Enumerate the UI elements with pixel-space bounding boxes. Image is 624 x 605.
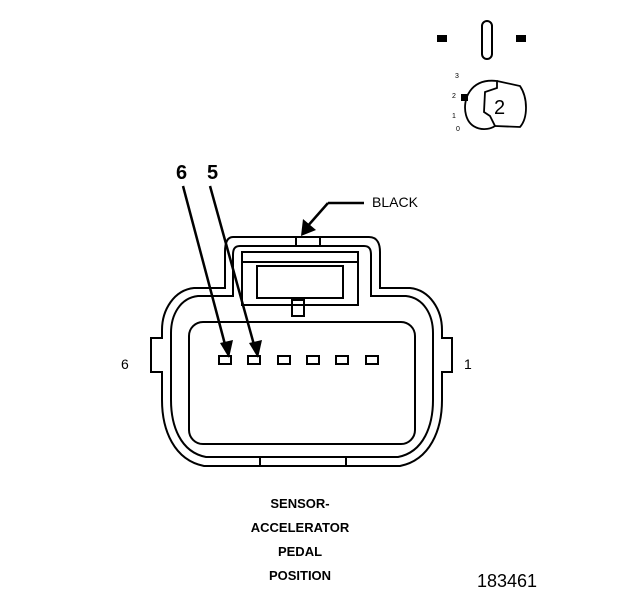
latch-window bbox=[256, 265, 344, 299]
leader-black-diag bbox=[305, 202, 329, 229]
latch-frame bbox=[241, 251, 359, 306]
terminal-4 bbox=[277, 355, 291, 365]
lock-disc bbox=[464, 79, 498, 131]
view-marker-left bbox=[437, 35, 447, 42]
leader-pin-6 bbox=[181, 185, 229, 353]
caption-line-3: PEDAL bbox=[277, 544, 323, 559]
end-label-left: 6 bbox=[121, 356, 129, 372]
terminal-3 bbox=[306, 355, 320, 365]
arrow-pin-6 bbox=[220, 340, 233, 358]
view-icon bbox=[437, 20, 527, 131]
caption-line-2: ACCELERATOR bbox=[250, 520, 350, 535]
terminals bbox=[218, 355, 379, 365]
position-mark-0: 0 bbox=[456, 126, 460, 133]
connector-inner-shell bbox=[170, 245, 434, 458]
color-label: BLACK bbox=[372, 194, 418, 210]
position-indicator bbox=[461, 94, 468, 101]
figure-number: 183461 bbox=[477, 571, 538, 591]
terminal-1 bbox=[365, 355, 379, 365]
terminal-6 bbox=[218, 355, 232, 365]
caption-line-4: POSITION bbox=[268, 568, 332, 583]
callout-leaders bbox=[181, 185, 364, 353]
latch-tab bbox=[291, 299, 305, 317]
arrow-black bbox=[301, 219, 316, 236]
mating-face bbox=[188, 321, 416, 445]
view-marker-right bbox=[516, 35, 526, 42]
caption-line-1: SENSOR- bbox=[270, 496, 330, 511]
arrow-pin-5 bbox=[249, 340, 262, 358]
position-mark-3: 3 bbox=[455, 73, 459, 80]
terminal-5 bbox=[247, 355, 261, 365]
callout-6: 6 bbox=[176, 162, 188, 184]
lock-position-badge: 2 bbox=[494, 97, 506, 119]
lock-disc-edge bbox=[494, 80, 527, 128]
callout-5: 5 bbox=[207, 162, 219, 184]
position-mark-2: 2 bbox=[452, 93, 456, 100]
end-label-right: 1 bbox=[464, 356, 472, 372]
callout-arrows bbox=[220, 219, 316, 358]
connector-body bbox=[150, 236, 453, 467]
connector-outer-shell bbox=[150, 236, 453, 467]
position-mark-1: 1 bbox=[452, 113, 456, 120]
terminal-2 bbox=[335, 355, 349, 365]
view-slot bbox=[481, 20, 493, 60]
